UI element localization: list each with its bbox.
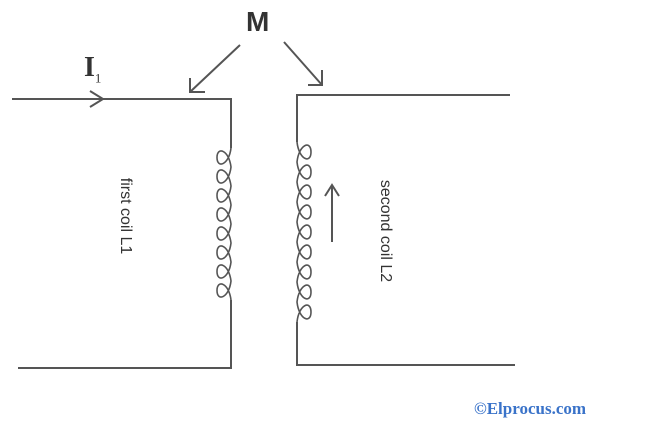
first-coil-bottom-wire (18, 300, 232, 369)
mutual-arrow-right-icon (283, 41, 323, 86)
second-coil-current-arrow-icon (324, 183, 340, 242)
second-coil-bottom-wire (296, 322, 515, 366)
first-coil-top-wire (12, 98, 232, 148)
current-subscript: 1 (94, 70, 102, 86)
current-label: I1 (84, 52, 101, 87)
second-coil-top-wire (296, 94, 510, 142)
current-arrow-icon (89, 90, 105, 108)
first-coil-label: first coil L1 (117, 177, 134, 255)
second-coil-winding (296, 141, 312, 323)
mutual-arrow-left-icon (189, 44, 241, 93)
mutual-inductance-label: M (246, 6, 270, 37)
copyright-watermark: ©Elprocus.com (474, 399, 587, 418)
current-symbol: I (84, 52, 95, 83)
second-coil-label: second coil L2 (377, 179, 394, 283)
first-coil-winding (216, 147, 232, 301)
